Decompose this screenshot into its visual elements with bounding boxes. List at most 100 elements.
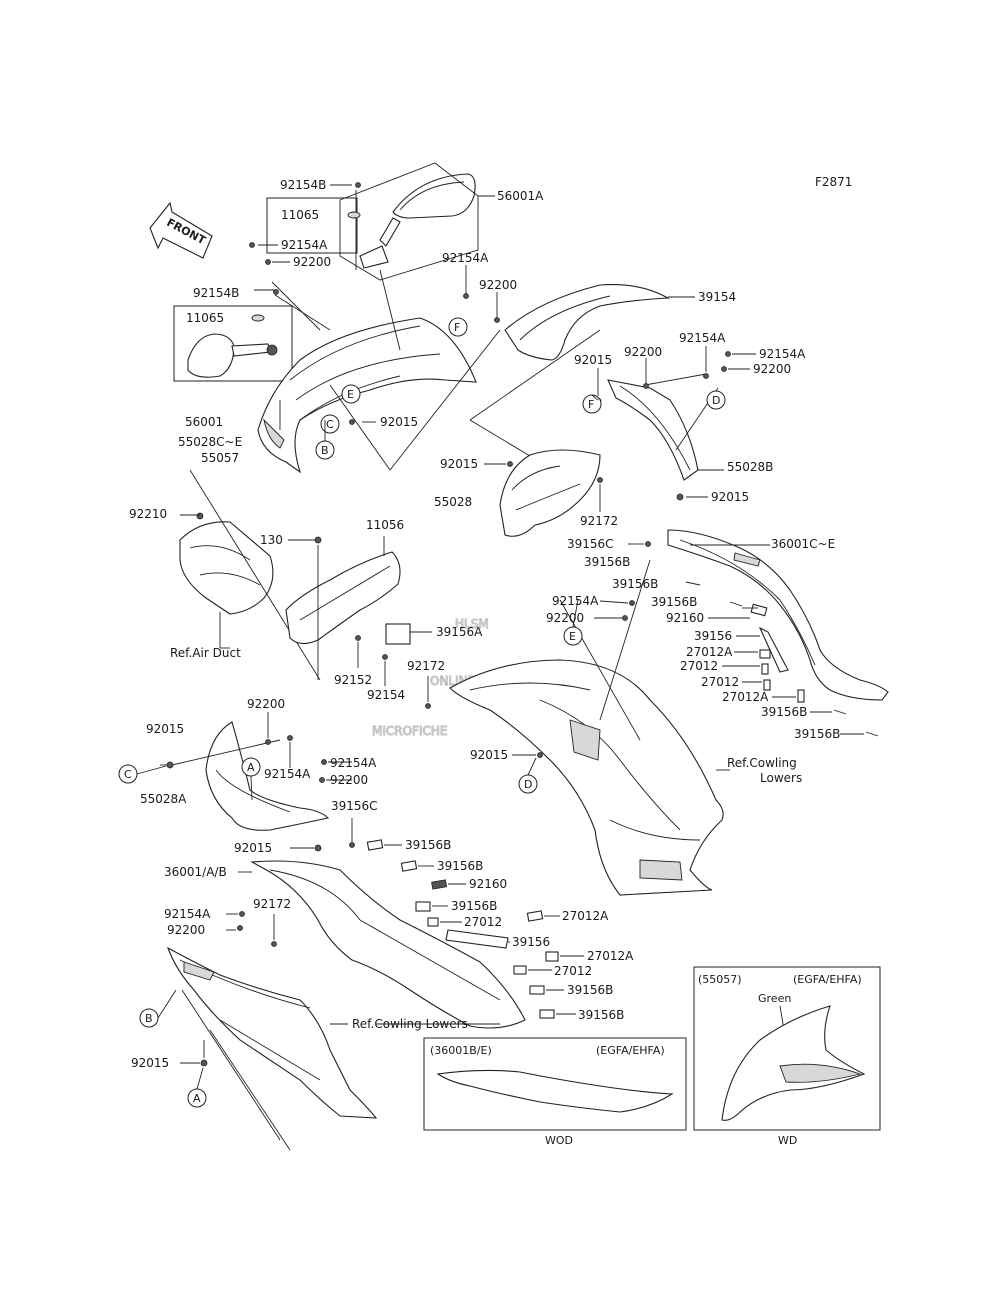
figure-code: F2871 [815,175,852,189]
label-92154A-g: 92154A [330,756,377,770]
label-92154A-d: 92154A [759,347,806,361]
inset-wod-frame [423,1037,687,1131]
bracket-55028-part [499,449,601,537]
inset-wd-color-note: Green [758,992,791,1005]
label-ref-cowling-lowers-a2: Lowers [760,771,802,785]
label-39156B-f: 39156B [405,838,451,852]
side-cowl-right-part [667,529,889,701]
label-11056: 11056 [366,518,404,532]
label-ref-cowling-lowers-a: Ref.Cowling [727,756,797,770]
inset-wd-variant: (EGFA/EHFA) [793,973,862,986]
label-ref-cowling-lowers-b: Ref.Cowling Lowers [352,1017,468,1031]
inner-panel-right-part [607,379,699,481]
label-92200-a: 92200 [293,255,331,269]
callout-d-right [706,390,726,410]
label-39156B-h: 39156B [451,899,497,913]
label-92200-d: 92200 [753,362,791,376]
label-27012A-b: 27012A [722,690,769,704]
label-39156B-d: 39156B [761,705,807,719]
label-27012-c: 27012 [464,915,502,929]
callout-e-top [341,384,361,404]
air-duct-part [179,512,274,615]
label-39156B-j: 39156B [578,1008,624,1022]
pad-39156B-h [415,901,431,912]
label-92154A-b: 92154A [442,251,489,265]
label-92172-c: 92172 [253,897,291,911]
pad-27012A-a [759,649,771,659]
leader-lines [180,244,864,1064]
label-92015-d: 92015 [711,490,749,504]
label-39156B-c: 39156B [651,595,697,609]
label-39156-b: 39156 [512,935,550,949]
label-39156B-e: 39156B [794,727,840,741]
label-92015-e: 92015 [470,748,508,762]
label-92015-b: 92015 [440,457,478,471]
callout-f-top-label: F [454,321,460,334]
label-92200-f: 92200 [247,697,285,711]
label-55028A: 55028A [140,792,187,806]
label-92200-b: 92200 [479,278,517,292]
callout-f-top [448,317,468,337]
label-27012-b: 27012 [701,675,739,689]
label-27012-a: 27012 [680,659,718,673]
callout-a-mid-label: A [247,761,255,774]
pad-27012-d [513,965,527,975]
label-92015-f: 92015 [146,722,184,736]
watermark-line1: HLSM [455,617,489,631]
label-ref-air-duct: Ref.Air Duct [170,646,241,660]
label-92160-a: 92160 [666,611,704,625]
label-27012A-d: 27012A [587,949,634,963]
bracket-11056-part [285,536,401,645]
inset-wod-part: (36001B/E) [430,1044,492,1057]
label-27012-d: 27012 [554,964,592,978]
pad-27012-a [761,663,769,675]
pad-27012A-d [545,951,559,962]
pad-39156B-j [539,1009,555,1019]
label-56001: 56001 [185,415,223,429]
label-27012A-a: 27012A [686,645,733,659]
label-39156-a: 39156 [694,629,732,643]
label-92200-h: 92200 [167,923,205,937]
label-39156B-a: 39156B [584,555,630,569]
mirror-left-part [173,305,293,382]
inset-wd-frame [693,966,881,1131]
label-92154A-h: 92154A [164,907,211,921]
side-cowl-left-part [250,860,526,1029]
inset-wd-cowl-shape [721,1005,866,1121]
label-92015-a: 92015 [380,415,418,429]
label-130: 130 [260,533,283,547]
label-92015-c: 92015 [574,353,612,367]
pad-39156A [385,623,411,645]
inset-wd-stripe [779,1063,862,1083]
label-92200-g: 92200 [330,773,368,787]
inner-panel-left-part [205,721,330,831]
front-arrow-icon: FRONT [149,201,213,259]
inset-wd: (55057) (EGFA/EHFA) Green WD [693,966,881,1147]
callout-b-left-label: B [145,1012,153,1025]
label-39156A: 39156A [436,625,483,639]
label-92172-b: 92172 [407,659,445,673]
windshield-part [504,284,670,361]
label-92210: 92210 [129,507,167,521]
label-39156B-i: 39156B [567,983,613,997]
callout-markers: F E C B F D E D C A B A [118,317,726,1108]
label-92154A-a: 92154A [281,238,328,252]
callout-d-right-label: D [712,394,720,407]
part-labels: 92154B 56001A 11065 92154A 92200 92154A … [129,178,840,1070]
pad-27012A-c [526,910,544,922]
label-92154B-left: 92154B [193,286,239,300]
washer-box-top [266,197,358,254]
inset-wod: (36001B/E) (EGFA/EHFA) WOD [423,1037,687,1147]
inset-wd-part: (55057) [698,973,742,986]
label-55057: 55057 [201,451,239,465]
upper-cowl-part [257,317,477,474]
label-92154A-f: 92154A [264,767,311,781]
label-36001AB: 36001/A/B [164,865,227,879]
pad-27012-b [763,679,771,691]
label-39156C-b: 39156C [331,799,378,813]
label-39156C-a: 39156C [567,537,614,551]
watermark-line3: MICROFICHE [372,724,447,738]
label-92152: 92152 [334,673,372,687]
center-cowl-part [449,659,724,896]
